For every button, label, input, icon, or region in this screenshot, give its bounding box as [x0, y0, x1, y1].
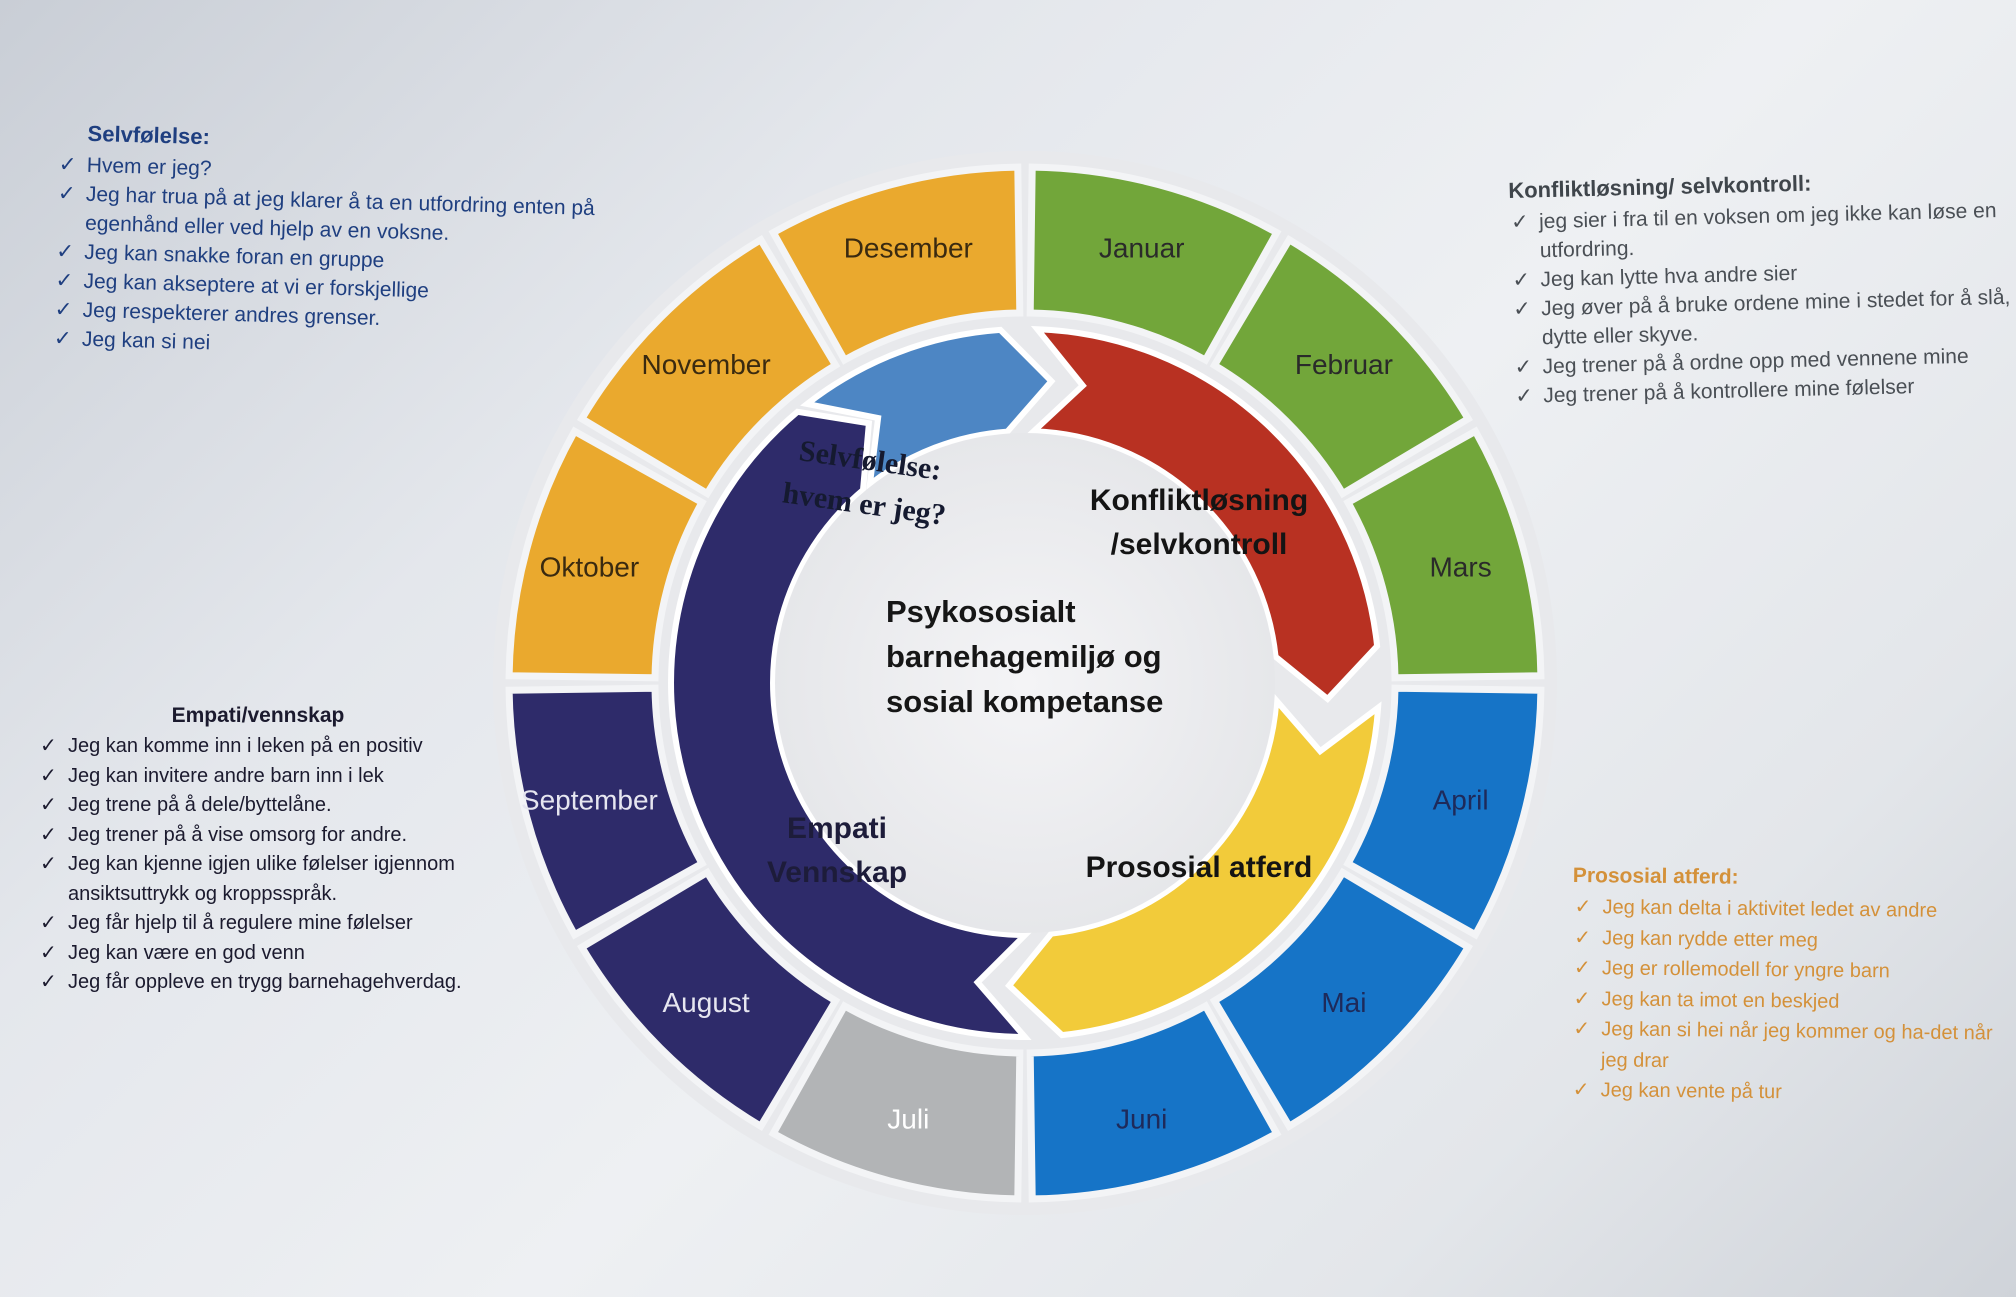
checklist-item: Jeg får hjelp til å regulere mine følels…	[38, 909, 528, 939]
month-label-juli: Juli	[887, 1104, 929, 1135]
month-segment-mars	[1343, 426, 1545, 682]
month-segment-juli	[768, 1001, 1024, 1203]
checklist-item: Jeg kan være en god venn	[38, 939, 528, 969]
month-segment-februar	[1209, 235, 1473, 499]
checklist-item: Jeg trene på å dele/byttelåne.	[38, 791, 528, 821]
month-segment-april	[1343, 684, 1545, 940]
prososial-title: Prososial atferd:	[1572, 864, 1739, 889]
month-ring	[505, 163, 1545, 1203]
month-label-november: November	[642, 349, 771, 380]
checklist-item: Jeg får oppleve en trygg barnehagehverda…	[38, 968, 528, 998]
month-label-januar: Januar	[1099, 232, 1185, 263]
empati-title: Empati/vennskap	[171, 704, 345, 727]
month-label-august: August	[663, 987, 750, 1018]
theme-arrow-empati	[668, 408, 1033, 1041]
month-label-desember: Desember	[844, 232, 973, 263]
wheel-center	[775, 433, 1275, 933]
month-label-mai: Mai	[1321, 987, 1366, 1018]
prososial-panel: Prososial atferd: Jeg kan delta i aktivi…	[1570, 864, 2013, 1110]
checklist-item: Jeg kan rydde etter meg	[1572, 922, 2012, 957]
konflikt-panel: Konfliktløsning/ selvkontroll: jeg sier …	[1508, 166, 2014, 411]
selvfolelse-panel: Selvfølelse: Hvem er jeg? Jeg har trua p…	[51, 120, 637, 369]
month-label-juni: Juni	[1116, 1104, 1167, 1135]
checklist-item: Jeg kan si hei når jeg kommer og ha-det …	[1571, 1014, 2012, 1080]
theme-arrow-selvfolelse	[800, 326, 1056, 492]
checklist-item: Jeg kan delta i aktivitet ledet av andre	[1572, 892, 2012, 927]
month-segment-mai	[1209, 867, 1473, 1131]
checklist-item: Jeg kan komme inn i leken på en positiv	[38, 732, 528, 762]
theme-label-konflikt: Konfliktløsning/selvkontroll	[1090, 484, 1308, 561]
theme-label-prososial: Prososial atferd	[1086, 851, 1313, 884]
theme-arrow-konflikt	[1026, 325, 1381, 703]
checklist-item: Jeg kan kjenne igjen ulike følelser igje…	[38, 850, 528, 909]
month-segment-desember	[768, 163, 1024, 365]
month-segment-juni	[1026, 1001, 1282, 1203]
month-segment-januar	[1026, 163, 1282, 365]
month-label-oktober: Oktober	[540, 551, 640, 582]
month-segment-august	[577, 867, 841, 1131]
theme-arrow-prososial	[1005, 693, 1382, 1039]
checklist-item: Jeg kan ta imot en beskjed	[1571, 983, 2011, 1018]
checklist-item: Jeg kan invitere andre barn inn i lek	[38, 762, 528, 792]
empati-panel: Empati/vennskap Jeg kan komme inn i leke…	[38, 704, 528, 998]
month-label-september: September	[521, 785, 658, 816]
month-label-februar: Februar	[1295, 349, 1393, 380]
month-label-april: April	[1433, 785, 1489, 816]
theme-ring	[668, 325, 1382, 1041]
month-segment-september	[505, 684, 707, 940]
checklist-item: Jeg er rollemodell for yngre barn	[1572, 953, 2012, 988]
month-segment-oktober	[505, 426, 707, 682]
checklist-item: Jeg trener på å vise omsorg for andre.	[38, 821, 528, 851]
checklist-item: Jeg kan vente på tur	[1570, 1075, 2010, 1110]
month-label-mars: Mars	[1429, 551, 1491, 582]
